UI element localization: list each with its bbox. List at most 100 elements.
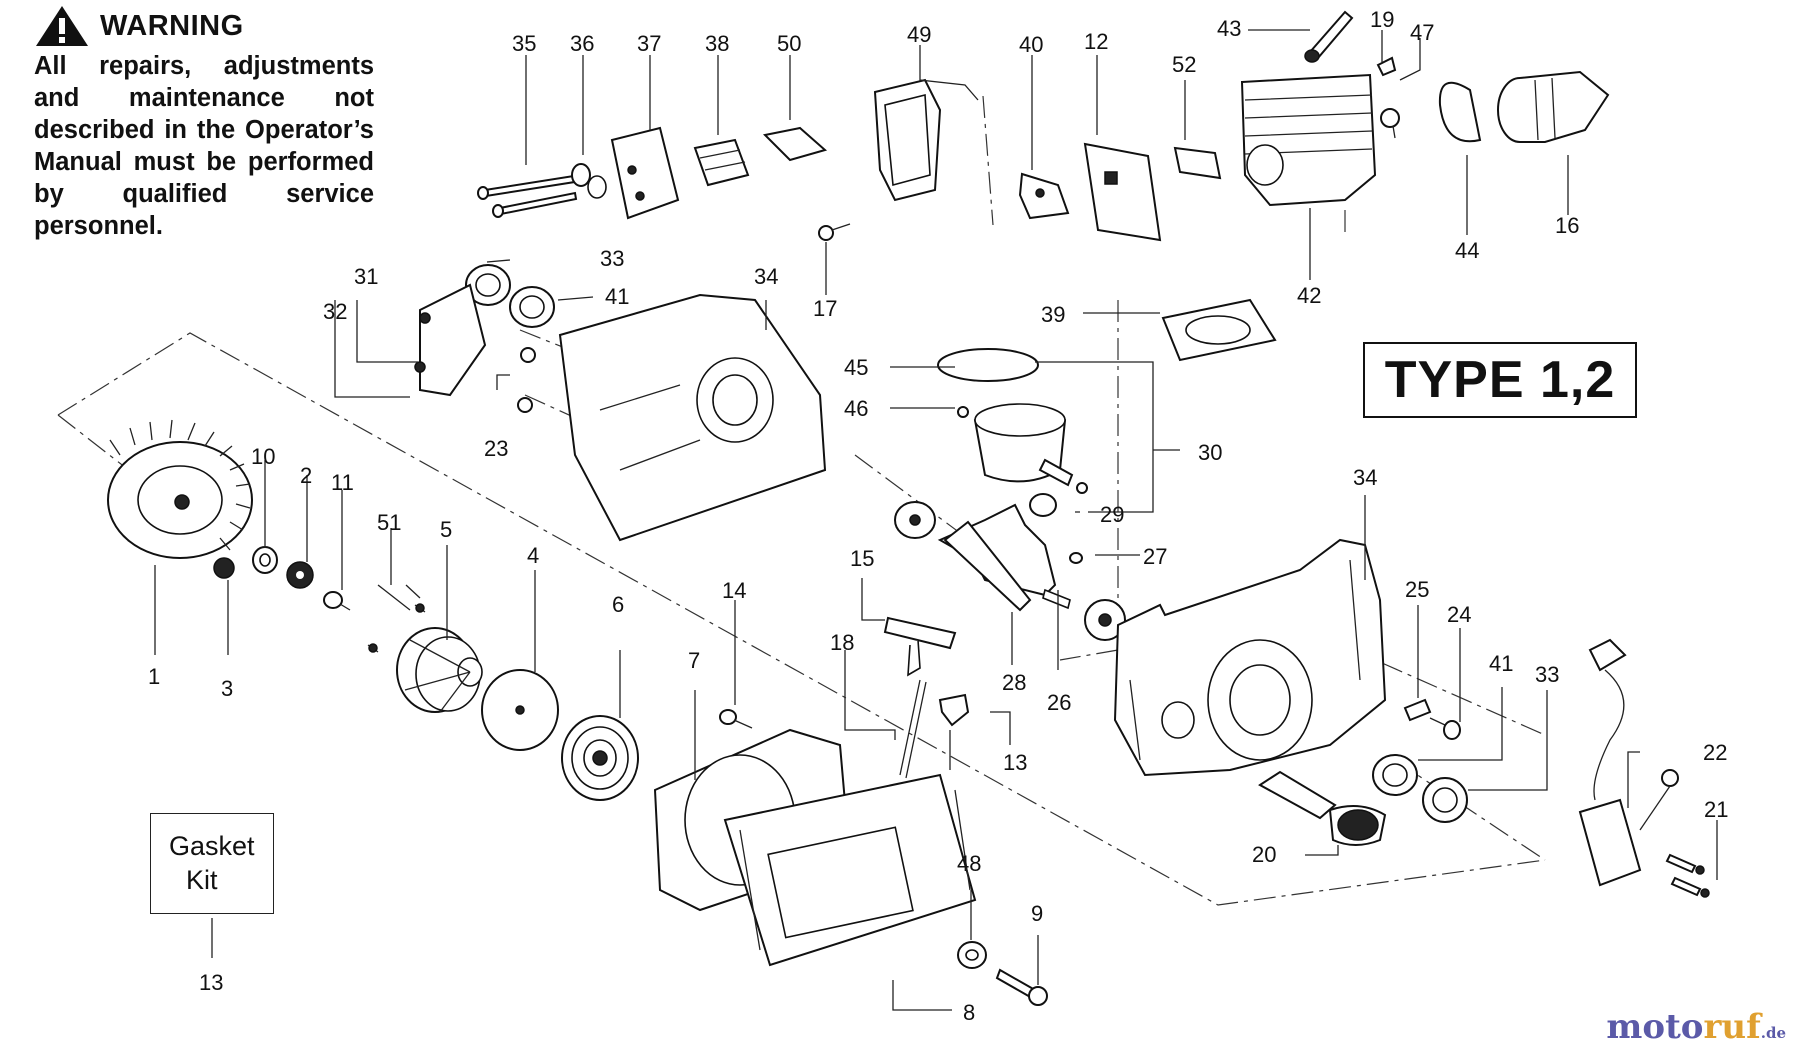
- muffler-bolts-part-35: [477, 173, 583, 218]
- callout-35: 35: [512, 31, 536, 56]
- callout-30: 30: [1198, 440, 1222, 465]
- screw-part-9: [995, 968, 1048, 1006]
- callout-1: 1: [148, 664, 160, 689]
- callout-33a: 33: [600, 246, 624, 271]
- callout-24: 24: [1447, 602, 1471, 627]
- screw-part-17: [818, 223, 851, 241]
- crankcase-part-34a: [558, 293, 827, 542]
- callout-31: 31: [354, 264, 378, 289]
- callout-4: 4: [527, 543, 539, 568]
- seal-part-33b: [1422, 777, 1468, 823]
- gasket-kit-label-line1: Gasket: [169, 831, 255, 861]
- callout-6: 6: [612, 592, 624, 617]
- plate-part-25: [1403, 698, 1432, 722]
- nut-part-2: [286, 561, 314, 589]
- clamp-part-44: [1438, 81, 1482, 143]
- clip-part-19: [1376, 56, 1397, 77]
- cylinder-part-42: [1240, 73, 1377, 207]
- bracket-part-31: [414, 283, 487, 397]
- callout-17: 17: [813, 296, 837, 321]
- callout-40: 40: [1019, 32, 1043, 57]
- screws-part-51: [367, 603, 426, 653]
- callout-32: 32: [323, 299, 347, 324]
- screen-part-38: [693, 138, 750, 187]
- callout-43: 43: [1217, 16, 1241, 41]
- plate-part-12: [1083, 142, 1162, 242]
- callout-39: 39: [1041, 302, 1065, 327]
- callout-44: 44: [1455, 238, 1479, 263]
- callout-27: 27: [1143, 544, 1167, 569]
- washer-part-10: [252, 546, 278, 574]
- warning-notice: WARNING All repairs, adjustments and mai…: [34, 4, 374, 242]
- callout-12: 12: [1084, 29, 1108, 54]
- callout-5: 5: [440, 517, 452, 542]
- callout-8: 8: [963, 1000, 975, 1025]
- rewind-spring-part-6: [561, 715, 639, 801]
- starter-housing-part-7: [653, 728, 977, 967]
- callout-19: 19: [1370, 7, 1394, 32]
- washer-part-36: [571, 163, 607, 199]
- bearing-right-part-26: [1084, 599, 1126, 641]
- pulley-part-5: [396, 627, 483, 713]
- starter-handle-part-15: [883, 616, 957, 779]
- callout-41b: 41: [1489, 651, 1513, 676]
- callout-42: 42: [1297, 283, 1321, 308]
- type-label: TYPE 1,2: [1363, 342, 1637, 418]
- callout-25: 25: [1405, 577, 1429, 602]
- intake-part-16: [1497, 70, 1610, 143]
- callout-16: 16: [1555, 213, 1579, 238]
- gasket-kit-box: Gasket Kit: [150, 813, 274, 914]
- callout-26: 26: [1047, 690, 1071, 715]
- bearing-left-part-26b: [894, 501, 936, 539]
- callout-2: 2: [300, 463, 312, 488]
- warning-triangle-icon: [36, 6, 88, 46]
- callout-48: 48: [957, 851, 981, 876]
- muffler-body-part-49: [873, 78, 942, 202]
- callout-13b: 13: [199, 970, 223, 995]
- warning-title: WARNING: [100, 9, 244, 42]
- seal-part-41b: [1372, 754, 1418, 796]
- screw-part-47: [1380, 108, 1400, 139]
- needle-bearing-part-29b: [1029, 493, 1057, 517]
- screws-part-23: [517, 347, 536, 413]
- callout-10: 10: [251, 444, 275, 469]
- fuel-tank-cap-part-20: [1258, 770, 1387, 846]
- callout-47: 47: [1410, 20, 1434, 45]
- screw-part-24: [1429, 717, 1461, 740]
- plug-part-13: [938, 693, 970, 727]
- crankshaft-part-28: [937, 503, 1071, 612]
- leader-lines: [154, 29, 1718, 1011]
- callout-38: 38: [705, 31, 729, 56]
- callout-22: 22: [1703, 740, 1727, 765]
- callout-41a: 41: [605, 284, 629, 309]
- callout-29: 29: [1100, 502, 1124, 527]
- callout-34b: 34: [1353, 465, 1377, 490]
- seal-part-41a: [509, 286, 555, 328]
- clip-part-46: [957, 406, 969, 418]
- screw-part-14: [719, 709, 753, 729]
- callout-34a: 34: [754, 264, 778, 289]
- seal-part-33a: [465, 264, 511, 306]
- baffle-part-50: [762, 126, 828, 162]
- callout-51: 51: [377, 510, 401, 535]
- muffler-cover-part-37: [610, 126, 680, 220]
- ignition-module-part-22: [1578, 638, 1679, 887]
- callout-numbers: 35 36 37 38 50 49 40 12 52 43 19 47 44 1…: [148, 7, 1728, 1025]
- callout-15: 15: [850, 546, 874, 571]
- callout-28: 28: [1002, 670, 1026, 695]
- callout-33b: 33: [1535, 662, 1559, 687]
- callout-9: 9: [1031, 901, 1043, 926]
- spark-plug-part-43: [1304, 10, 1354, 63]
- callout-46: 46: [844, 396, 868, 421]
- callout-20: 20: [1252, 842, 1276, 867]
- callout-23: 23: [484, 436, 508, 461]
- callout-50: 50: [777, 31, 801, 56]
- callout-13a: 13: [1003, 750, 1027, 775]
- callout-18: 18: [830, 630, 854, 655]
- key-part-27: [1069, 552, 1083, 564]
- crankcase-part-34b: [1113, 538, 1387, 777]
- bushing-part-48: [957, 941, 987, 969]
- watermark-logo: motoruf.de: [1606, 1007, 1786, 1047]
- callout-37: 37: [637, 31, 661, 56]
